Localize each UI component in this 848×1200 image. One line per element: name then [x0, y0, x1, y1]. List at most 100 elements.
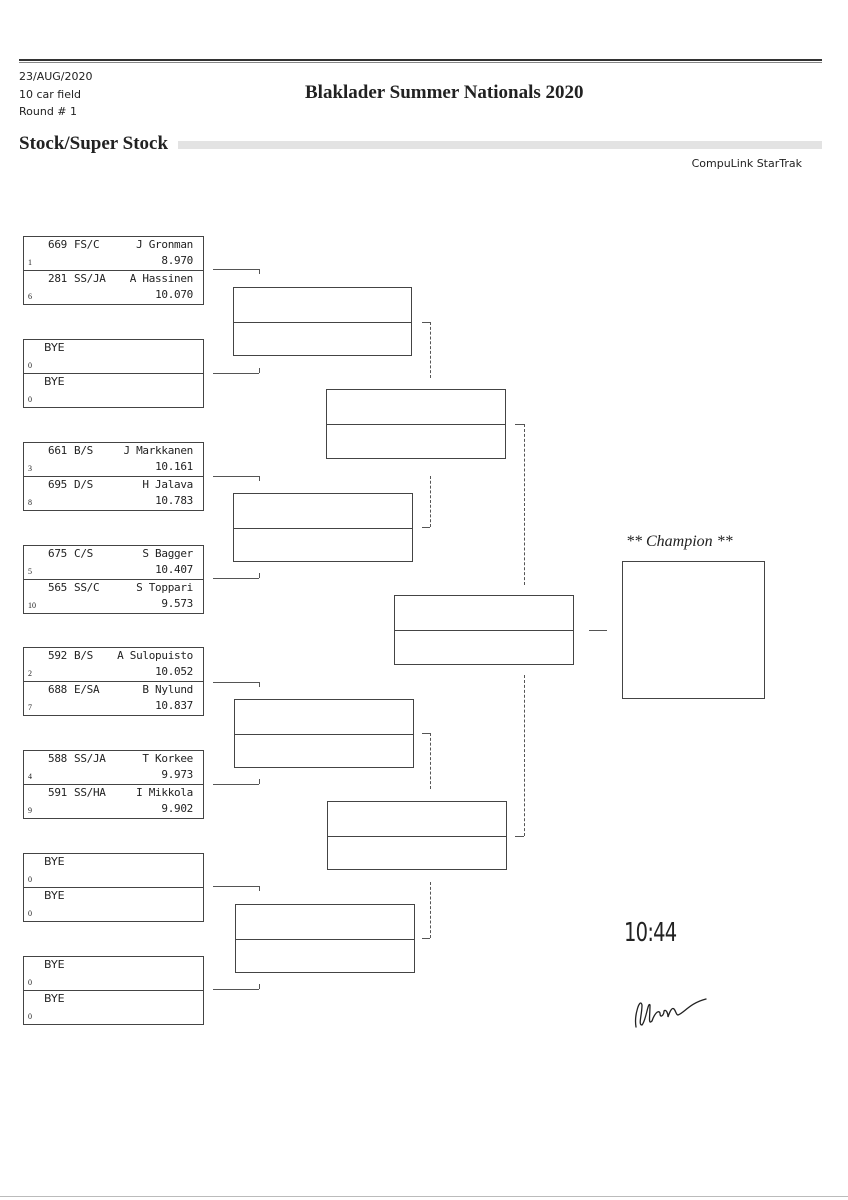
connector-tick [259, 269, 260, 274]
seed-number: 5 [28, 567, 32, 576]
driver-name: H Jalava [142, 478, 193, 491]
connector-dashed [524, 675, 525, 836]
car-class: D/S [74, 478, 93, 491]
connector-stub [515, 836, 524, 837]
car-number: 669 [48, 238, 67, 251]
driver-name: A Sulopuisto [117, 649, 193, 662]
car-class: E/SA [74, 683, 100, 696]
driver-name: S Toppari [136, 581, 193, 594]
race-date: 23/AUG/2020 [19, 70, 93, 83]
driver-name: B Nylund [142, 683, 193, 696]
elapsed-time: 10.783 [155, 494, 193, 507]
driver-name: I Mikkola [136, 786, 193, 799]
car-number: 661 [48, 444, 67, 457]
match-divider [395, 630, 573, 631]
bye-label: BYE [44, 992, 65, 1005]
car-number: 675 [48, 547, 67, 560]
elapsed-time: 10.070 [155, 288, 193, 301]
connector-line [213, 578, 259, 579]
connector-dashed [430, 476, 431, 527]
seed-number: 1 [28, 258, 32, 267]
car-class: B/S [74, 649, 93, 662]
seed-number: 9 [28, 806, 32, 815]
car-class: SS/JA [74, 272, 106, 285]
car-number: 588 [48, 752, 67, 765]
bye-label: BYE [44, 889, 65, 902]
car-number: 688 [48, 683, 67, 696]
seed-number: 2 [28, 669, 32, 678]
handwritten-signature [634, 998, 707, 1028]
connector-tick [259, 886, 260, 891]
racer-slot: 591 SS/HA I Mikkola 9.902 9 [24, 785, 203, 819]
elapsed-time: 9.902 [161, 802, 193, 815]
connector-dashed [524, 424, 525, 585]
seed-number: 4 [28, 772, 32, 781]
car-number: 592 [48, 649, 67, 662]
seed-number: 8 [28, 498, 32, 507]
elapsed-time: 9.973 [161, 768, 193, 781]
elapsed-time: 10.837 [155, 699, 193, 712]
driver-name: J Gronman [136, 238, 193, 251]
dotted-divider [178, 141, 822, 149]
handwritten-time: 10:44 [624, 918, 677, 948]
racer-slot: 695 D/S H Jalava 10.783 8 [24, 477, 203, 511]
elapsed-time: 10.161 [155, 460, 193, 473]
car-number: 281 [48, 272, 67, 285]
semifinal-match-1 [326, 389, 506, 459]
round2-match-2 [233, 493, 413, 562]
car-class: B/S [74, 444, 93, 457]
bye-label: BYE [44, 375, 65, 388]
round-number: Round # 1 [19, 105, 78, 118]
match-divider [235, 733, 413, 735]
software-brand: CompuLink StarTrak [691, 157, 802, 170]
connector-line [213, 269, 259, 270]
connector-dashed [430, 322, 431, 378]
bye-label: BYE [44, 341, 65, 354]
elapsed-time: 9.573 [161, 597, 193, 610]
field-size: 10 car field [19, 88, 82, 101]
class-title: Stock/Super Stock [19, 133, 169, 154]
driver-name: T Korkee [142, 752, 193, 765]
final-match [394, 595, 574, 665]
champion-box [622, 561, 765, 699]
connector-tick [259, 984, 260, 989]
match-divider [234, 321, 411, 323]
round2-match-4 [235, 904, 415, 973]
round2-match-3 [234, 699, 414, 768]
match-divider [327, 424, 505, 425]
bye-label: BYE [44, 855, 65, 868]
connector-line [213, 373, 259, 374]
car-class: SS/HA [74, 786, 106, 799]
connector-stub [515, 424, 524, 425]
event-title: Blaklader Summer Nationals 2020 [305, 82, 584, 103]
connector-tick [259, 682, 260, 687]
bye-label: BYE [44, 958, 65, 971]
car-number: 695 [48, 478, 67, 491]
header-rule [19, 59, 822, 61]
seed-number: 0 [28, 361, 32, 370]
connector-stub [422, 322, 430, 323]
driver-name: J Markkanen [123, 444, 193, 457]
match-divider [236, 938, 414, 940]
semifinal-match-2 [327, 801, 507, 870]
driver-name: S Bagger [142, 547, 193, 560]
seed-number: 7 [28, 703, 32, 712]
seed-number: 10 [28, 601, 36, 610]
connector-line [213, 886, 259, 887]
seed-number: 0 [28, 395, 32, 404]
car-class: SS/C [74, 581, 100, 594]
car-number: 591 [48, 786, 67, 799]
